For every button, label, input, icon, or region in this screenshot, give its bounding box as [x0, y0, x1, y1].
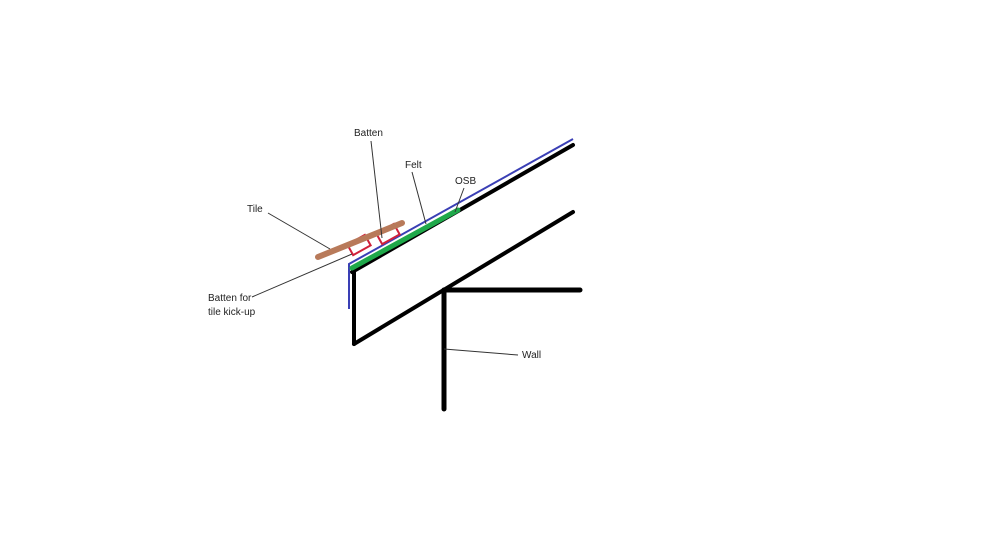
- wall-structure: [441, 287, 583, 412]
- label-wall: Wall: [522, 350, 541, 361]
- tile-bar: [315, 220, 405, 260]
- batten-leader: [370, 140, 383, 239]
- rafter-top-line: [350, 143, 575, 274]
- label-tile: Tile: [247, 204, 263, 215]
- wall-leader: [443, 348, 519, 356]
- labels: Batten Felt OSB Tile Batten for tile kic…: [208, 128, 541, 361]
- tile-leader: [267, 212, 331, 250]
- roof-structure: [350, 143, 575, 346]
- label-batten-kickup-line1: Batten for: [208, 293, 252, 304]
- felt-leader: [411, 171, 427, 225]
- osb-board: [349, 207, 461, 271]
- label-batten: Batten: [354, 128, 383, 139]
- label-felt: Felt: [405, 160, 422, 171]
- batten-kickup-leader: [251, 253, 353, 298]
- felt-line: [348, 138, 574, 309]
- leader-lines: [251, 140, 519, 356]
- label-batten-kickup-line2: tile kick-up: [208, 307, 256, 318]
- label-osb: OSB: [455, 176, 476, 187]
- osb-leader: [454, 187, 465, 213]
- rafter-bottom-line: [352, 210, 575, 346]
